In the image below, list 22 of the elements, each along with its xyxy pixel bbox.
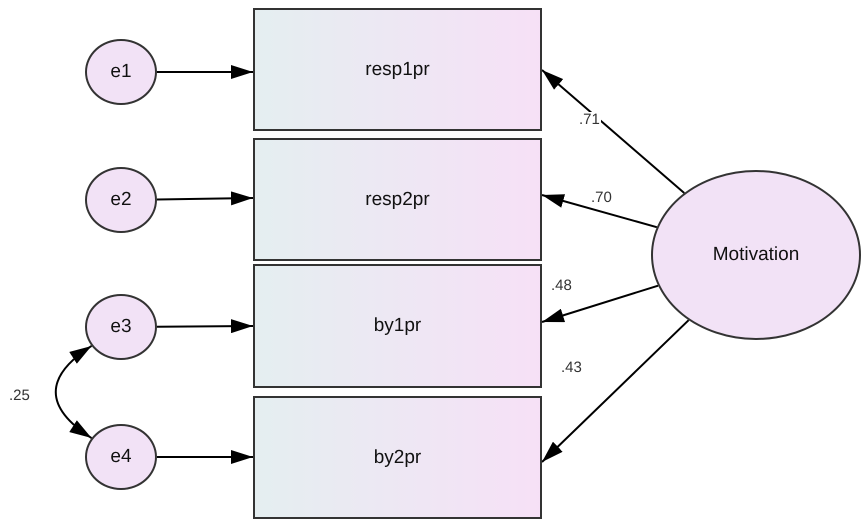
observed-variable-box — [253, 8, 542, 131]
arrow — [157, 319, 253, 334]
variable-name: e1 — [110, 61, 132, 83]
observed-variable-box — [253, 396, 542, 519]
observed-variable-box — [253, 264, 542, 388]
arrow — [541, 319, 690, 463]
arrow — [541, 69, 685, 194]
variable-name: by1pr — [374, 315, 422, 337]
variable-name: resp1pr — [365, 58, 430, 80]
variable-name: e3 — [110, 316, 132, 338]
double-headed-curved-arrow — [54, 345, 92, 439]
arrow — [542, 194, 658, 228]
variable-name: e2 — [110, 189, 132, 211]
observed-variable-box — [253, 138, 542, 261]
arrow — [542, 284, 658, 323]
variable-name: resp2pr — [365, 188, 430, 210]
arrow — [156, 191, 254, 206]
variable-name: by2pr — [374, 446, 422, 468]
variable-name: Motivation — [712, 244, 800, 266]
arrow — [157, 65, 253, 79]
variable-name: e4 — [110, 446, 132, 468]
arrow — [157, 450, 253, 464]
